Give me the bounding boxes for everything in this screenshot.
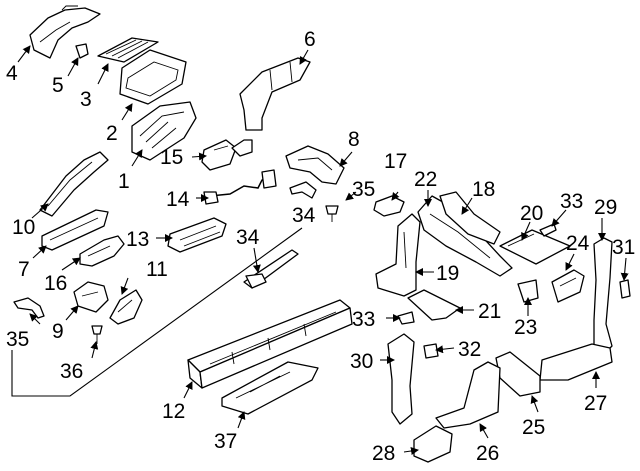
callout-30: 30 [350,350,373,373]
part-10-duct [39,151,109,217]
callout-19: 19 [436,262,459,285]
callout-11: 11 [146,258,168,281]
part-1-vent-bezel [131,101,197,161]
callout-5: 5 [52,74,64,97]
callout-33-lower: 33 [352,308,375,331]
callout-23: 23 [514,316,537,339]
part-29-duct [593,237,613,355]
part-16-duct [79,235,125,267]
callout-24: 24 [566,232,590,255]
callout-28: 28 [372,442,395,465]
part-6-duct [239,57,311,131]
part-28-duct [413,425,453,463]
part-15-actuator [201,139,253,171]
part-19-duct [375,213,421,297]
callout-10: 10 [12,216,35,239]
part-23-bracket [517,279,539,303]
callout-12: 12 [162,400,185,423]
callout-6: 6 [304,28,316,51]
part-27-duct [539,343,613,381]
part-4-duct [29,5,101,59]
part-34-clip-lower [91,325,103,344]
callout-21: 21 [478,300,501,323]
part-14-wire [203,169,277,205]
callout-26: 26 [476,442,499,465]
part-31-clip [619,279,631,299]
callout-36-lower: 35 [6,328,29,351]
part-34-clip-upper [325,205,339,222]
callout-17: 17 [384,150,407,173]
callout-34-lower: 36 [60,360,83,383]
part-36-bracket-upper [289,181,317,199]
callout-37: 37 [214,430,237,453]
part-8-duct [285,145,345,185]
callout-15: 15 [160,146,183,169]
part-26-duct [435,361,501,429]
part-13-duct [167,217,227,253]
callout-9: 9 [52,320,64,343]
part-37-plate [221,361,319,415]
callout-18: 18 [472,178,495,201]
callout-7: 7 [18,258,30,281]
callout-14: 14 [166,188,190,211]
part-24-block [551,269,585,303]
part-35-rod [243,249,299,289]
part-17-box [373,195,405,217]
callout-3: 3 [80,88,92,111]
leader-lines [11,45,629,455]
part-11-duct [109,289,143,325]
callout-35: 34 [236,226,260,249]
part-5-clip [75,43,89,59]
part-3-grille [97,37,159,63]
callout-2: 2 [106,122,118,145]
part-36-hose-lower [13,297,45,319]
callout-33-upper: 33 [560,190,583,213]
part-2-duct-housing [119,49,187,105]
callout-8: 8 [348,128,360,151]
callout-16: 16 [44,272,67,295]
callout-34-upper: 35 [352,178,375,201]
part-32-clip [423,343,439,359]
callout-20: 20 [520,202,543,225]
callout-29: 29 [594,196,617,219]
callout-22: 22 [414,168,437,191]
part-21-duct [407,289,461,321]
callout-25: 25 [522,416,545,439]
part-25-duct [495,351,541,397]
callout-labels: 4 5 3 2 1 6 15 8 14 10 7 13 11 16 9 34 3… [6,28,635,465]
callout-27: 27 [584,392,607,415]
callout-36-upper: 34 [292,204,316,227]
callout-31: 31 [612,236,635,259]
part-33-clip-lower [397,311,415,325]
part-33-clip-upper [539,223,557,237]
part-12-rail [187,299,353,389]
part-20-panel [499,229,571,265]
callout-1: 1 [118,170,130,193]
callout-4: 4 [6,62,18,85]
part-9-bracket [73,281,109,313]
callout-32: 32 [458,338,481,361]
part-30-duct [387,333,415,425]
part-18-duct [439,191,501,245]
callout-13: 13 [126,228,149,251]
